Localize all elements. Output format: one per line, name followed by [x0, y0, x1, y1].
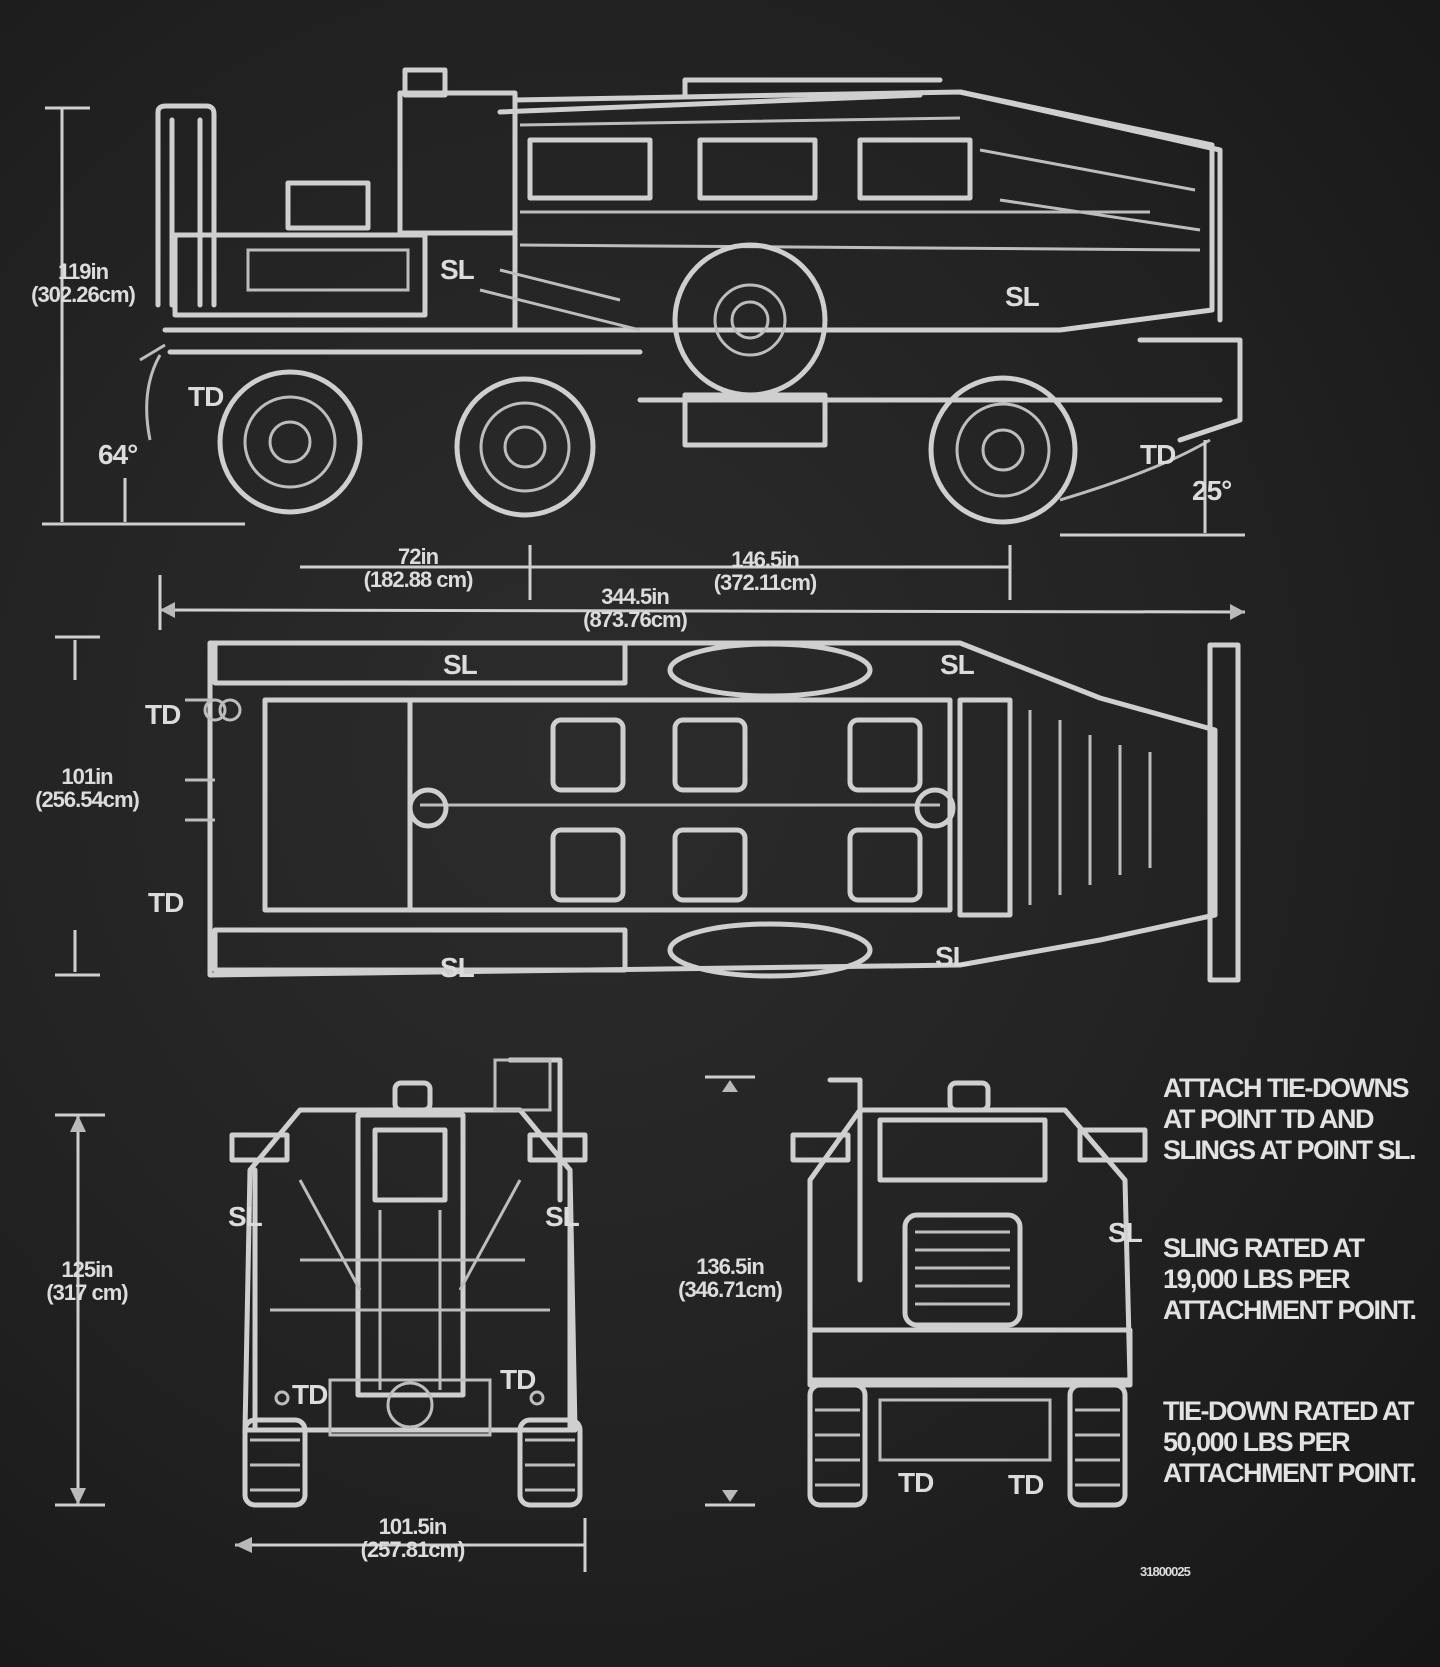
- departure-angle: 25°: [1192, 475, 1232, 506]
- wheelbase-front-cm: (182.88 cm): [363, 567, 474, 593]
- length-dimensions: [158, 545, 1246, 630]
- sling-point-label: SL: [545, 1201, 580, 1232]
- rear-height-in: 125in: [61, 1257, 113, 1282]
- top-width-dimension: 101in (256.54cm): [12, 765, 162, 811]
- sling-point-label: SL: [1005, 281, 1040, 312]
- wheelbase-front-dimension: 72in (182.88 cm): [338, 545, 498, 591]
- side-view: [42, 67, 1245, 537]
- top-view: [55, 635, 1241, 983]
- overall-length-in: 344.5in: [601, 584, 670, 609]
- sling-point-label: SL: [440, 952, 475, 983]
- tie-down-point-label: TD: [188, 381, 224, 412]
- tie-down-point-label: TD: [292, 1379, 328, 1410]
- rear-width-in: 101.5in: [378, 1514, 448, 1539]
- sling-point-label: SL: [935, 941, 970, 972]
- sling-point-label: SL: [1108, 1217, 1143, 1248]
- rear-height-dimension: 125in (317 cm): [12, 1258, 162, 1304]
- top-width-cm: (256.54cm): [35, 787, 140, 813]
- wheelbase-rear-cm: (372.11cm): [713, 570, 818, 596]
- note-sling-rating: SLING RATED AT 19,000 LBS PER ATTACHMENT…: [1163, 1233, 1417, 1325]
- sling-point-label: SL: [443, 649, 478, 680]
- sling-point-label: SL: [440, 254, 475, 285]
- tie-down-point-label: TD: [145, 699, 181, 730]
- note-tie-down-rating: TIE-DOWN RATED AT 50,000 LBS PER ATTACHM…: [1163, 1396, 1417, 1488]
- tie-down-point-label: TD: [898, 1467, 934, 1498]
- rear-view: [55, 1057, 588, 1572]
- front-height-in: 136.5in: [696, 1254, 765, 1279]
- tie-down-point-label: TD: [1008, 1469, 1044, 1500]
- wheelbase-front-in: 72in: [397, 544, 439, 569]
- note-attach-points: ATTACH TIE-DOWNS AT POINT TD AND SLINGS …: [1163, 1073, 1417, 1165]
- drawing-code: 31800025: [1140, 1564, 1191, 1579]
- overall-length-dimension: 344.5in (873.76cm): [555, 585, 715, 631]
- top-width-in: 101in: [61, 764, 113, 789]
- overall-length-cm: (873.76cm): [583, 607, 688, 633]
- sling-point-label: SL: [228, 1201, 263, 1232]
- rear-width-dimension: 101.5in (257.81cm): [340, 1515, 485, 1561]
- rear-height-cm: (317 cm): [46, 1280, 128, 1306]
- wheelbase-rear-in: 146.5in: [731, 547, 800, 572]
- front-height-dimension: 136.5in (346.71cm): [655, 1255, 805, 1301]
- tie-down-point-label: TD: [500, 1364, 536, 1395]
- front-height-cm: (346.71cm): [678, 1277, 783, 1303]
- side-height-in: 119in: [57, 259, 109, 284]
- tie-down-point-label: TD: [1140, 439, 1176, 470]
- rear-width-cm: (257.81cm): [360, 1537, 466, 1563]
- approach-angle: 64°: [98, 439, 138, 470]
- tie-down-point-label: TD: [148, 887, 184, 918]
- front-view: [705, 1075, 1148, 1508]
- sling-point-label: SL: [940, 649, 975, 680]
- side-height-dimension: 119in (302.26cm): [8, 260, 158, 306]
- side-height-cm: (302.26cm): [31, 282, 136, 308]
- wheelbase-rear-dimension: 146.5in (372.11cm): [690, 548, 840, 594]
